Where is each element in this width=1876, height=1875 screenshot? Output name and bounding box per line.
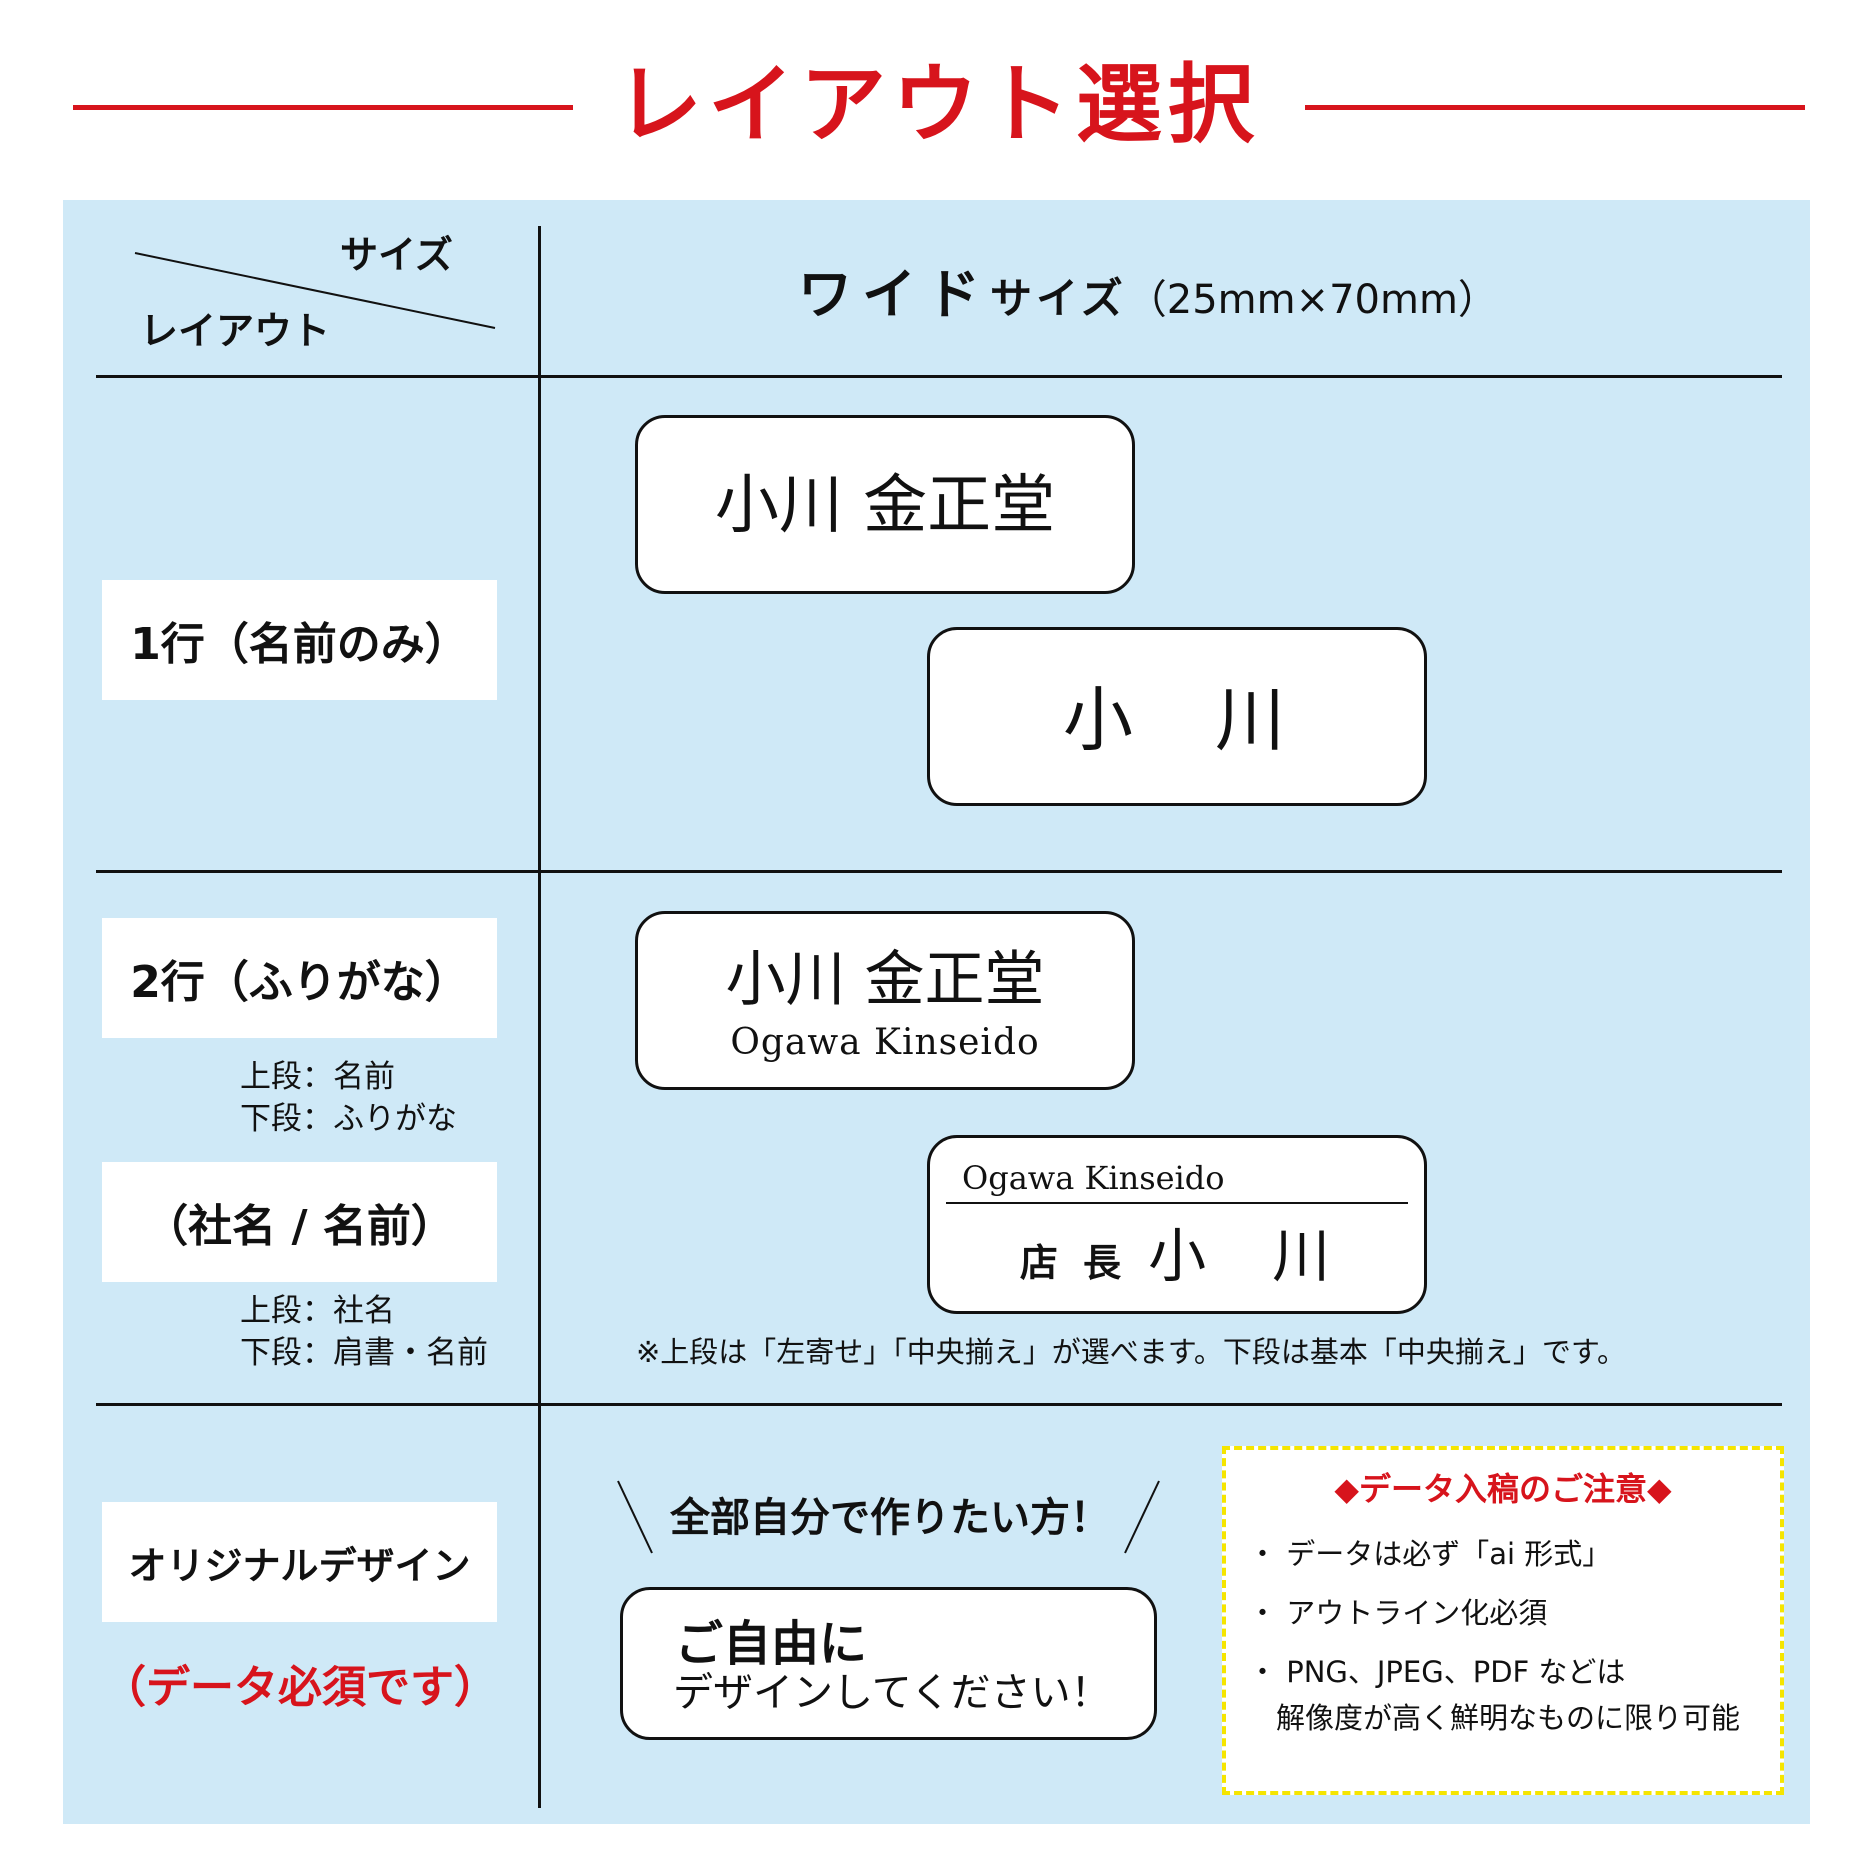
row2-tag2-top: Ogawa Kinseido [962,1159,1225,1197]
row1-tag1-text: 小川 金正堂 [714,469,1056,543]
row2-tag2-name: 小 川 [1148,1222,1335,1290]
row2-note-b1: 上段：社名 [240,1293,395,1329]
page-title: レイアウト選択 [616,55,1260,155]
row2-label-furigana: 2行（ふりがな） [130,957,469,1008]
row2-note-a1: 上段：名前 [240,1059,395,1095]
row2-note-b2: 下段：肩書・名前 [240,1335,488,1371]
row2-note-a2: 下段：ふりがな [240,1101,457,1137]
callout-slash-left [617,1480,653,1554]
row2-sample-tag-2: Ogawa Kinseido 店 長 小 川 [927,1135,1427,1314]
caution-bullet-2: ・ アウトライン化必須 [1248,1596,1548,1630]
row1-sample-tag-2: 小 川 [927,627,1427,806]
row1-label: 1行（名前のみ） [130,619,469,670]
title-line-right [1305,105,1805,110]
caution-bullet-4: 解像度が高く鮮明なものに限り可能 [1276,1701,1741,1735]
row3-label-required: （データ必須です） [102,1662,498,1713]
row2-tag2-title: 店 長 [1019,1241,1128,1285]
size-heading-word: サイズ [990,274,1127,323]
corner-label-size: サイズ [340,233,453,277]
size-heading-dims: （25mm×70mm） [1126,277,1498,323]
row3-callout: 全部自分で作りたい方！ [670,1495,1110,1541]
row2-label-box-company: （社名 / 名前） [102,1162,497,1282]
caution-bullet-3: ・ PNG、JPEG、PDF などは [1248,1655,1626,1689]
row1-tag2-text: 小 川 [1063,679,1291,761]
row2-label-company: （社名 / 名前） [144,1201,455,1252]
corner-label-layout: レイアウト [140,309,331,353]
row3-label: オリジナルデザイン [128,1543,471,1588]
corner-diagonal [134,252,496,329]
row2-footnote: ※上段は「左寄せ」「中央揃え」が選べます。下段は基本「中央揃え」です。 [636,1335,1627,1369]
row-divider-2 [96,1403,1782,1406]
row1-label-box: 1行（名前のみ） [102,580,497,700]
row3-label-box: オリジナルデザイン [102,1502,497,1622]
row2-sample-tag-1: 小川 金正堂 Ogawa Kinseido [635,911,1135,1090]
row3-free-text: デザインしてください！ [673,1670,1111,1716]
row3-free-bold: ご自由に [675,1616,868,1672]
size-heading: ワイドサイズ（25mm×70mm） [798,262,1498,341]
column-divider [538,226,541,1808]
data-caution-box: ◆データ入稿のご注意◆ ・ データは必ず「ai 形式」 ・ アウトライン化必須 … [1222,1446,1784,1795]
callout-slash-right [1124,1480,1160,1554]
size-heading-main: ワイド [798,263,990,326]
caution-title: ◆データ入稿のご注意◆ [1334,1470,1672,1508]
row-divider-1 [96,870,1782,873]
row2-label-box-furigana: 2行（ふりがな） [102,918,497,1038]
row2-tag1-sub: Ogawa Kinseido [730,1022,1040,1063]
row3-free-design-tag: ご自由に デザインしてください！ [620,1587,1157,1740]
row1-sample-tag-1: 小川 金正堂 [635,415,1135,594]
row2-tag2-bottom: 店 長 小 川 [930,1218,1424,1309]
row-divider-header [96,375,1782,378]
row2-tag1-main: 小川 金正堂 [725,945,1045,1015]
title-line-left [73,105,573,110]
row2-tag2-underline [946,1202,1408,1204]
caution-bullet-1: ・ データは必ず「ai 形式」 [1248,1537,1612,1571]
